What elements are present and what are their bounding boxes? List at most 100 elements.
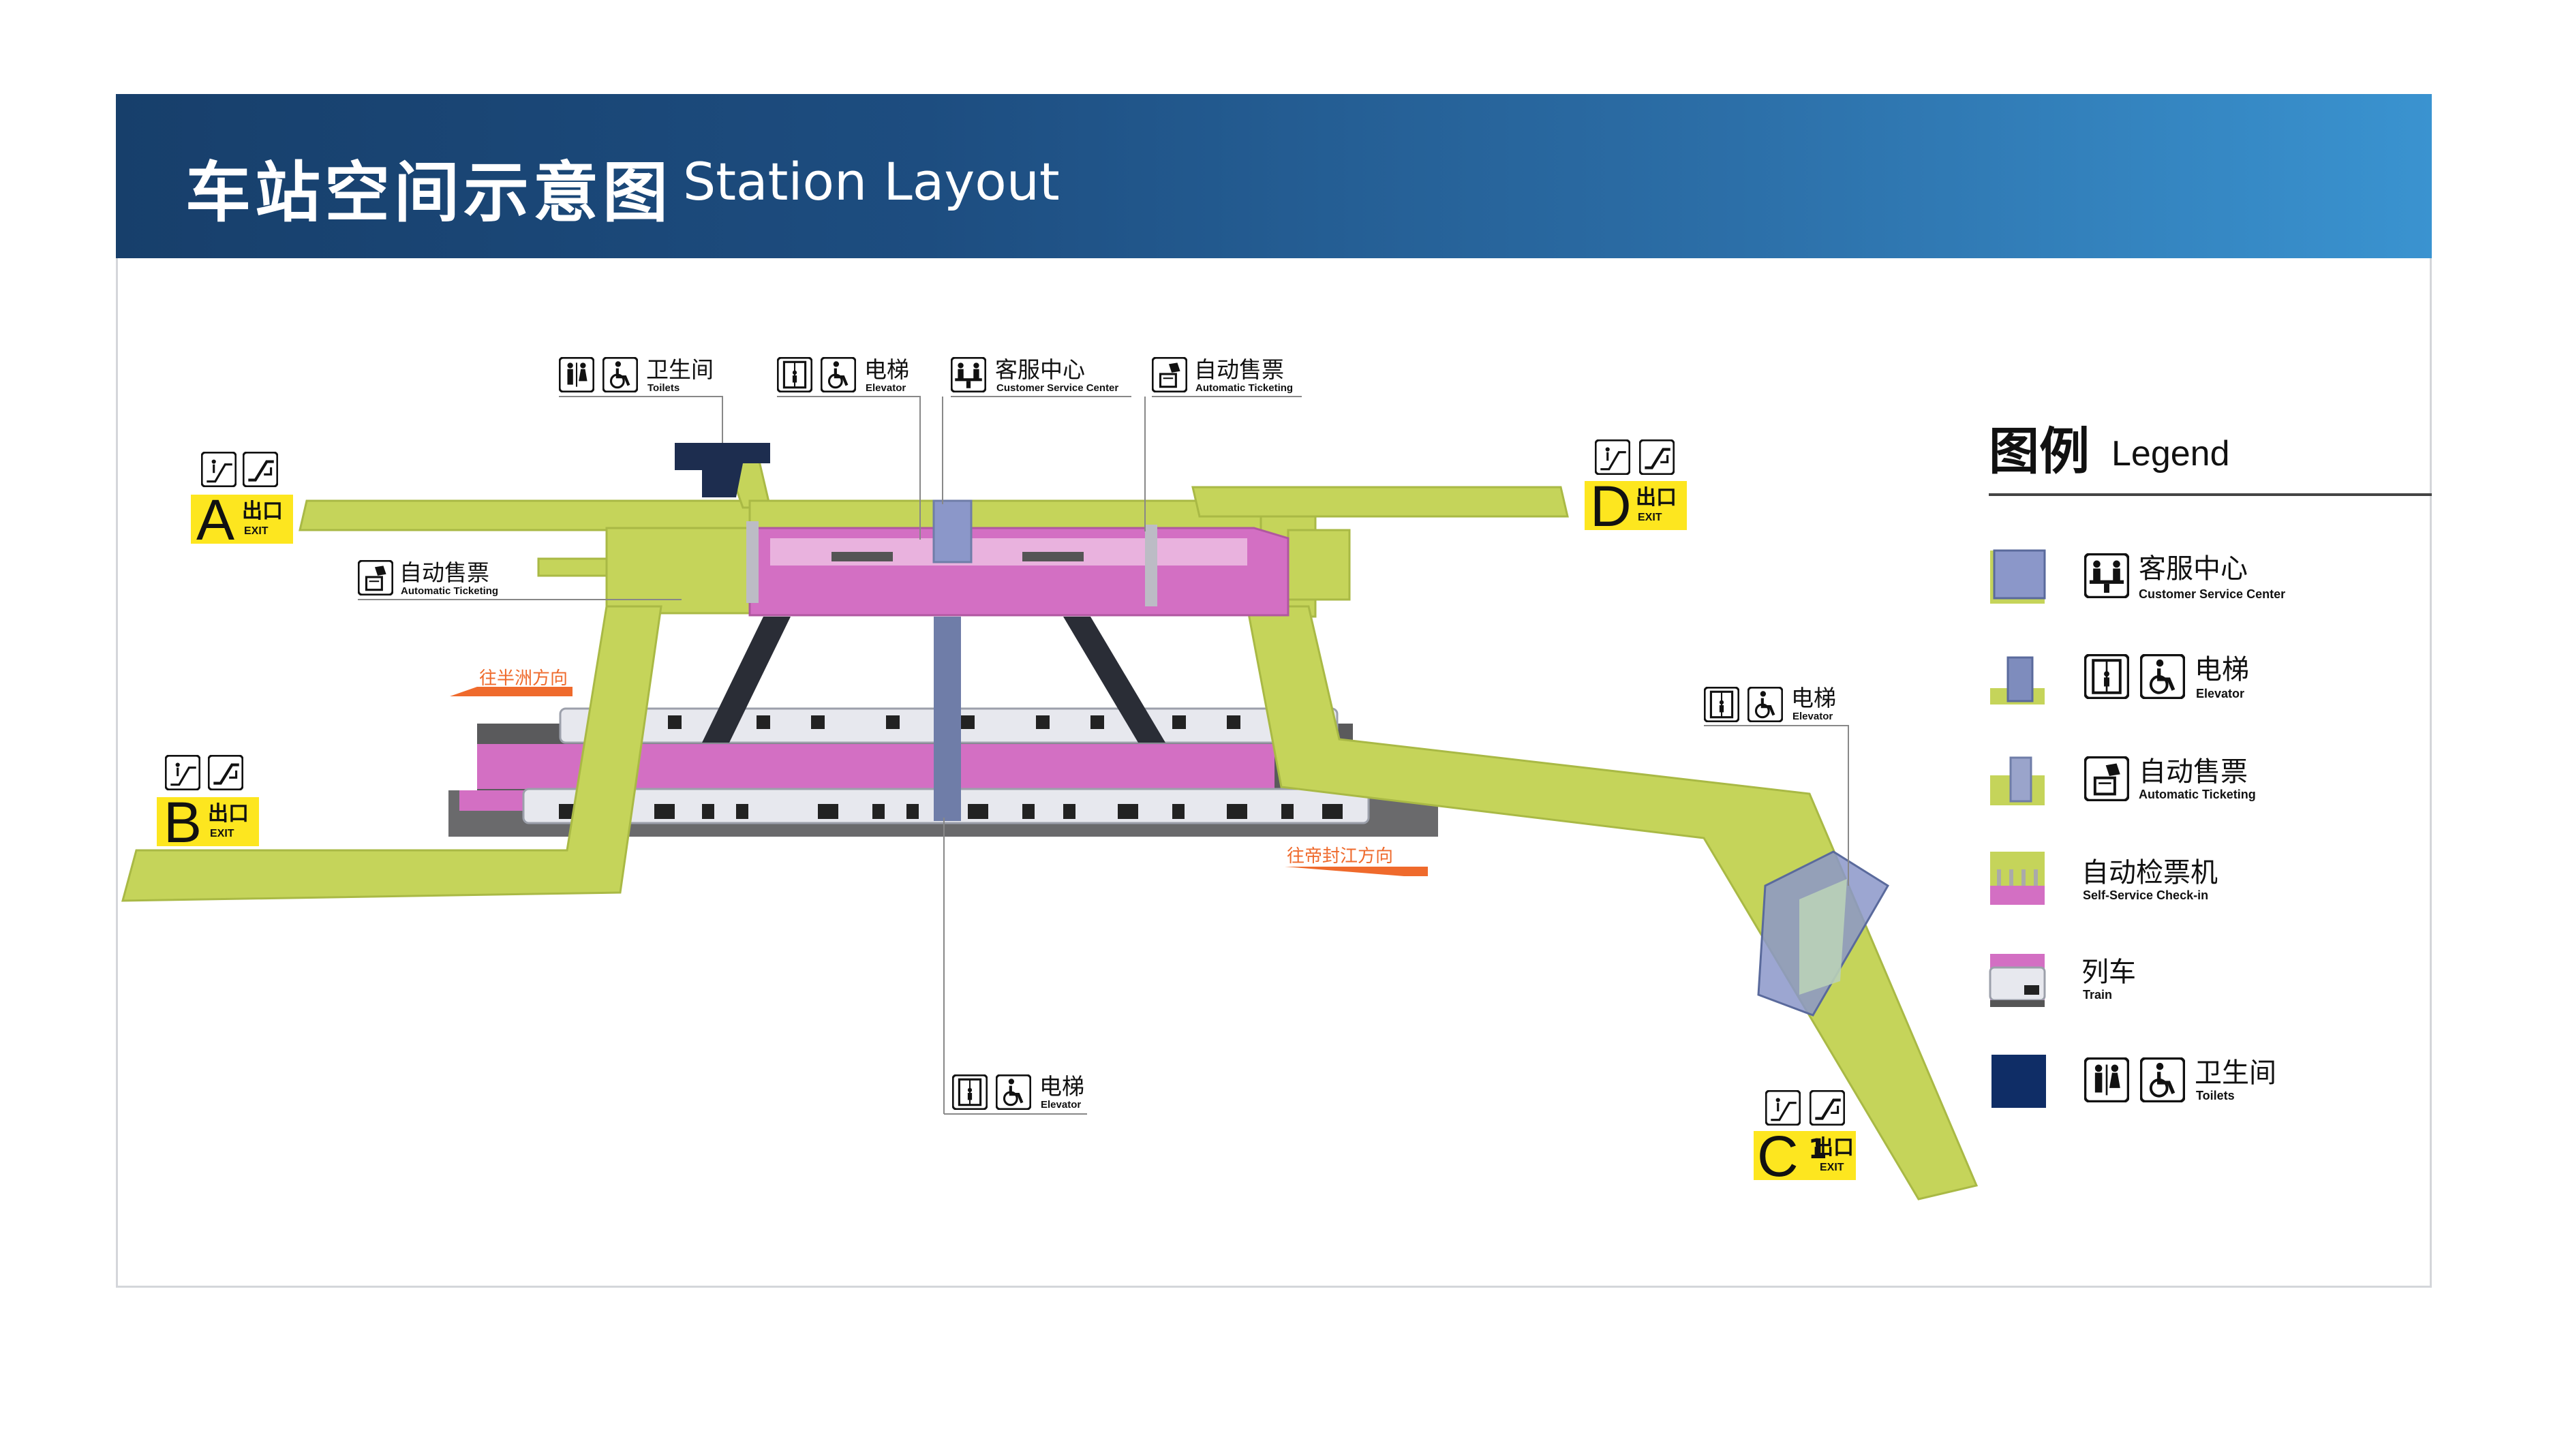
- legend-item-service-cn: 客服中心: [2139, 553, 2248, 585]
- legend-item-ticketing-en: Automatic Ticketing: [2139, 788, 2256, 801]
- stairs-icon: [1765, 1090, 1801, 1126]
- exit-c1-en: EXIT: [1820, 1162, 1844, 1173]
- exit-b-badge: [157, 797, 259, 846]
- toilet-icon: [559, 357, 594, 392]
- legend-title-en: Legend: [2111, 434, 2230, 474]
- legend-item-train-cn: 列车: [2081, 957, 2136, 988]
- callout-ticketing-top-en: Automatic Ticketing: [1195, 382, 1293, 394]
- callout-service-en: Customer Service Center: [996, 382, 1118, 394]
- legend-item-train: 列车 Train: [1989, 954, 2136, 1007]
- stairs-icon: [1595, 439, 1630, 475]
- escalator-icon: [1640, 440, 1674, 474]
- service-icon: [2084, 553, 2129, 598]
- legend-item-checkin-cn: 自动检票机: [2081, 857, 2218, 888]
- callout-elevator-top: 电梯 Elevator: [777, 356, 909, 394]
- exit-a-cn: 出口: [242, 499, 283, 523]
- legend-item-elevator: 电梯 Elevator: [1990, 654, 2249, 704]
- legend-item-service: 客服中心 Customer Service Center: [1990, 549, 2285, 604]
- elevator-icon: [1704, 687, 1739, 722]
- arrow-left-icon: [450, 687, 573, 696]
- header-banner: [116, 94, 2432, 258]
- concourse-right-wing: [1287, 529, 1351, 601]
- service-center-block: [932, 499, 973, 563]
- exit-d-en: EXIT: [1638, 512, 1662, 523]
- exit-d-cn: 出口: [1636, 486, 1677, 510]
- toilet-block: [675, 443, 770, 497]
- callout-toilets-cn: 卫生间: [646, 356, 714, 383]
- exit-b[interactable]: B 出口 EXIT: [157, 755, 259, 854]
- arrow-right-icon: [1285, 867, 1428, 876]
- wheelchair-icon: [2141, 1058, 2184, 1101]
- escalator-icon: [209, 756, 243, 790]
- legend-item-toilets-en: Toilets: [2196, 1089, 2235, 1102]
- exit-c1[interactable]: C 1 出口 EXIT: [1754, 1090, 1856, 1188]
- paid-area: [746, 499, 1289, 617]
- direction-left-text: 往半洲方向: [479, 668, 568, 689]
- exit-b-letter: B: [164, 790, 202, 854]
- elevator-shaft-center: [934, 617, 961, 821]
- wheelchair-icon: [821, 358, 855, 392]
- exit-d-badge: [1585, 481, 1687, 530]
- exit-d-letter: D: [1590, 474, 1632, 538]
- passage-a: [299, 499, 751, 531]
- callout-leaders: [358, 396, 1849, 1115]
- legend-item-train-en: Train: [2083, 988, 2112, 1002]
- callout-ticketing-left-en: Automatic Ticketing: [401, 585, 498, 597]
- exit-c1-badge: [1754, 1131, 1856, 1180]
- callout-toilets: 卫生间 Toilets: [559, 356, 714, 394]
- page-title-en: Station Layout: [683, 151, 1060, 212]
- ticket-icon: [358, 560, 393, 595]
- wheelchair-icon: [996, 1075, 1031, 1109]
- exit-a-letter: A: [196, 488, 234, 552]
- callout-toilets-en: Toilets: [647, 382, 680, 394]
- legend: 图例 Legend 客服中心 Customer Service Center 电…: [1989, 422, 2432, 1108]
- toilet-icon: [2084, 1057, 2129, 1102]
- elevator-icon: [952, 1074, 988, 1110]
- stairs-icon: [165, 755, 200, 790]
- callout-ticketing-left: 自动售票 Automatic Ticketing: [358, 559, 498, 597]
- legend-item-ticketing-cn: 自动售票: [2139, 756, 2248, 788]
- callout-elevator-right-cn: 电梯: [1791, 685, 1836, 711]
- escalator-icon: [243, 452, 277, 486]
- page-title-cn: 车站空间示意图: [185, 155, 672, 231]
- exit-b-cn: 出口: [208, 802, 249, 826]
- exit-a-en: EXIT: [244, 525, 269, 537]
- exit-a-badge: [191, 495, 293, 544]
- concourse-left: [605, 527, 754, 615]
- direction-left: 往半洲方向: [450, 668, 573, 696]
- callout-elevator-bottom: 电梯 Elevator: [952, 1073, 1084, 1111]
- callout-elevator-right: 电梯 Elevator: [1704, 685, 1836, 722]
- passage-c: [1246, 605, 1979, 1201]
- platform-edge: [459, 790, 525, 811]
- passage-a-stub: [537, 557, 615, 577]
- elevator-block-right: [1757, 850, 1890, 1017]
- ticket-icon: [2084, 756, 2129, 801]
- escalator-icon: [1810, 1091, 1844, 1125]
- elevator-icon: [777, 357, 812, 392]
- legend-item-elevator-en: Elevator: [2196, 687, 2244, 700]
- callout-elevator-right-en: Elevator: [1792, 711, 1833, 722]
- legend-item-ticketing: 自动售票 Automatic Ticketing: [1990, 756, 2256, 805]
- legend-item-toilets: 卫生间 Toilets: [1991, 1055, 2276, 1108]
- passage-b: [121, 605, 662, 902]
- service-icon: [951, 357, 986, 392]
- callout-ticketing-top-cn: 自动售票: [1194, 356, 1284, 383]
- exit-b-en: EXIT: [210, 828, 234, 839]
- callout-ticketing-left-cn: 自动售票: [399, 559, 489, 586]
- passage-d: [1191, 486, 1569, 518]
- exit-c1-cn: 出口: [1813, 1136, 1854, 1160]
- legend-item-elevator-cn: 电梯: [2195, 654, 2249, 685]
- elevator-icon: [2084, 654, 2129, 699]
- legend-item-checkin-en: Self-Service Check-in: [2083, 888, 2208, 902]
- direction-right: 往帝封江方向: [1285, 846, 1428, 876]
- legend-item-toilets-cn: 卫生间: [2195, 1057, 2276, 1089]
- legend-item-service-en: Customer Service Center: [2139, 587, 2285, 601]
- escalator-connectors: [702, 617, 1165, 821]
- callout-service: 客服中心 Customer Service Center: [951, 356, 1118, 394]
- callout-elevator-bottom-en: Elevator: [1041, 1099, 1081, 1111]
- exit-d[interactable]: D 出口 EXIT: [1585, 439, 1687, 538]
- exit-c1-number: 1: [1808, 1134, 1827, 1165]
- legend-title-cn: 图例: [1989, 422, 2090, 481]
- exit-a[interactable]: A 出口 EXIT: [191, 452, 293, 552]
